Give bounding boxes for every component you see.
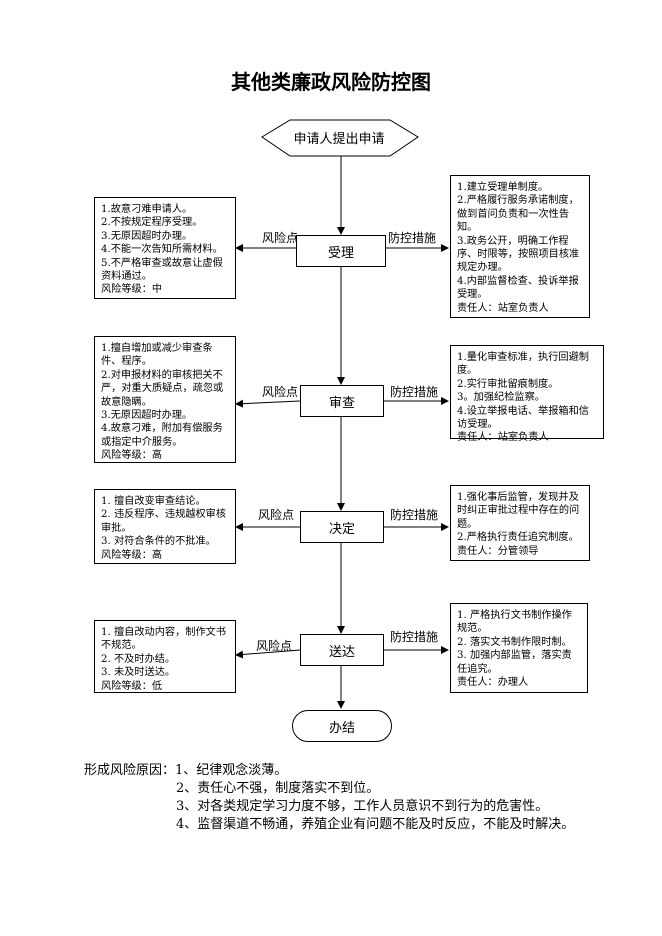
risk-item: 3. 对符合条件的不批准。 (101, 536, 216, 548)
risk-box-review: 1.擅自增加或减少审查条件、程序。 2.对申报材料的审核把关不严，对重大质疑点，… (94, 336, 236, 463)
end-node: 办结 (292, 710, 392, 742)
risk-item: 3. 未及时送达。 (101, 667, 176, 679)
control-item: 3.政务公开，明确工作程序、时限等，按照项目核准规定办理。 (457, 235, 580, 274)
control-label-accept: 防控措施 (388, 231, 437, 245)
step-deliver: 送达 (300, 634, 384, 666)
risk-item: 2.不按规定程序受理。 (101, 217, 203, 229)
control-item: 2. 落实文书制作限时制。 (457, 636, 572, 648)
control-item: 1.量化审查标准，执行回避制度。 (457, 352, 589, 377)
risk-label-decide: 风险点 (258, 508, 295, 522)
start-hexagon (261, 119, 419, 157)
control-owner: 责任人：站室负责人 (457, 432, 549, 444)
risk-item: 4.故意刁难，附加有偿服务或指定中介服务。 (101, 423, 223, 448)
risk-label-review: 风险点 (262, 385, 299, 399)
risk-item: 1. 擅自改动内容，制作文书不规范。 (101, 627, 227, 652)
control-item: 3. 加强内部监管，落实责任追究。 (457, 650, 572, 675)
step-accept: 受理 (296, 235, 386, 267)
risk-level: 风险等级：高 (101, 450, 163, 462)
risk-item: 2. 违反程序、违规越权审核审批。 (101, 509, 227, 534)
risk-item: 1.故意刁难申请人。 (101, 204, 193, 215)
risk-causes: 形成风险原因：1、纪律观念淡薄。 2、责任心不强，制度落实不到位。 3、对各类规… (84, 762, 574, 834)
step-review: 审查 (300, 385, 384, 417)
start-node: 申请人提出申请 (293, 131, 385, 147)
control-item: 1.强化事后监管，发现并及时纠正审批过程中存在的问题。 (457, 492, 580, 530)
control-item: 1.建立受理单制度。 (457, 182, 549, 193)
risk-cause-item: 1、纪律观念淡薄。 (175, 763, 288, 778)
risk-label-accept: 风险点 (262, 231, 299, 245)
step-decide: 决定 (300, 511, 384, 543)
risk-item: 5.不严格审查或故意让虚假资料通过。 (101, 257, 223, 283)
control-item: 4.内部监督检查、投诉举报受理。 (457, 275, 579, 301)
control-owner: 责任人：办理人 (457, 677, 529, 689)
control-item: 3。加强纪检监察。 (457, 392, 545, 404)
risk-item: 4.不能一次告知所需材料。 (101, 244, 223, 256)
risk-causes-lead: 形成风险原因： (84, 763, 176, 778)
control-owner: 责任人：站室负责人 (457, 302, 549, 314)
control-item: 2.严格履行服务承诺制度，做到首问负责和一次性告知。 (457, 195, 579, 234)
control-label-decide: 防控措施 (390, 508, 439, 522)
control-item: 2.实行审批留痕制度。 (457, 378, 559, 390)
risk-box-deliver: 1. 擅自改动内容，制作文书不规范。 2. 不及时办结。 3. 未及时送达。 风… (94, 620, 236, 693)
risk-cause-item: 3、对各类规定学习力度不够，工作人员意识不到行为的危害性。 (176, 799, 549, 814)
risk-level: 风险等级：中 (101, 284, 163, 296)
risk-item: 3.无原因超时办理。 (101, 230, 193, 242)
risk-item: 2.对申报材料的审核把关不严，对重大质疑点，疏忽或故意隐瞒。 (101, 369, 224, 408)
risk-label-deliver: 风险点 (256, 639, 293, 653)
risk-cause-item: 2、责任心不强，制度落实不到位。 (176, 781, 380, 796)
arrow-risk-deliver (235, 649, 301, 659)
risk-cause-item: 4、监督渠道不畅通，养殖企业有问题不能及时反应，不能及时解决。 (176, 817, 575, 832)
risk-item: 1. 擅自改变审查结论。 (101, 496, 206, 507)
risk-level: 风险等级：低 (101, 680, 163, 692)
risk-box-accept: 1.故意刁难申请人。 2.不按规定程序受理。 3.无原因超时办理。 4.不能一次… (94, 197, 236, 299)
control-box-decide: 1.强化事后监管，发现并及时纠正审批过程中存在的问题。 2.严格执行责任追究制度… (450, 485, 590, 561)
control-label-review: 防控措施 (390, 385, 439, 399)
control-owner: 责任人：分管领导 (457, 545, 539, 557)
control-item: 4.设立举报电话、举报箱和信访受理。 (457, 405, 589, 431)
control-box-accept: 1.建立受理单制度。 2.严格履行服务承诺制度，做到首问负责和一次性告知。 3.… (450, 175, 590, 318)
risk-item: 2. 不及时办结。 (101, 653, 176, 665)
control-box-review: 1.量化审查标准，执行回避制度。 2.实行审批留痕制度。 3。加强纪检监察。 4… (450, 345, 604, 443)
risk-item: 3.无原因超时办理。 (101, 410, 193, 422)
control-label-deliver: 防控措施 (390, 630, 439, 644)
risk-cause-row: 形成风险原因：1、纪律观念淡薄。 (84, 762, 574, 780)
risk-item: 1.擅自增加或减少审查条件、程序。 (101, 343, 213, 368)
page-title: 其他类廉政风险防控图 (231, 70, 431, 94)
risk-box-decide: 1. 擅自改变审查结论。 2. 违反程序、违规越权审核审批。 3. 对符合条件的… (94, 489, 236, 564)
control-box-deliver: 1. 严格执行文书制作操作规范。 2. 落实文书制作限时制。 3. 加强内部监管… (450, 603, 588, 693)
risk-level: 风险等级：高 (101, 549, 163, 561)
control-item: 2.严格执行责任追究制度。 (457, 532, 579, 544)
control-item: 1. 严格执行文书制作操作规范。 (457, 610, 572, 635)
arrow-risk-review (235, 399, 301, 408)
